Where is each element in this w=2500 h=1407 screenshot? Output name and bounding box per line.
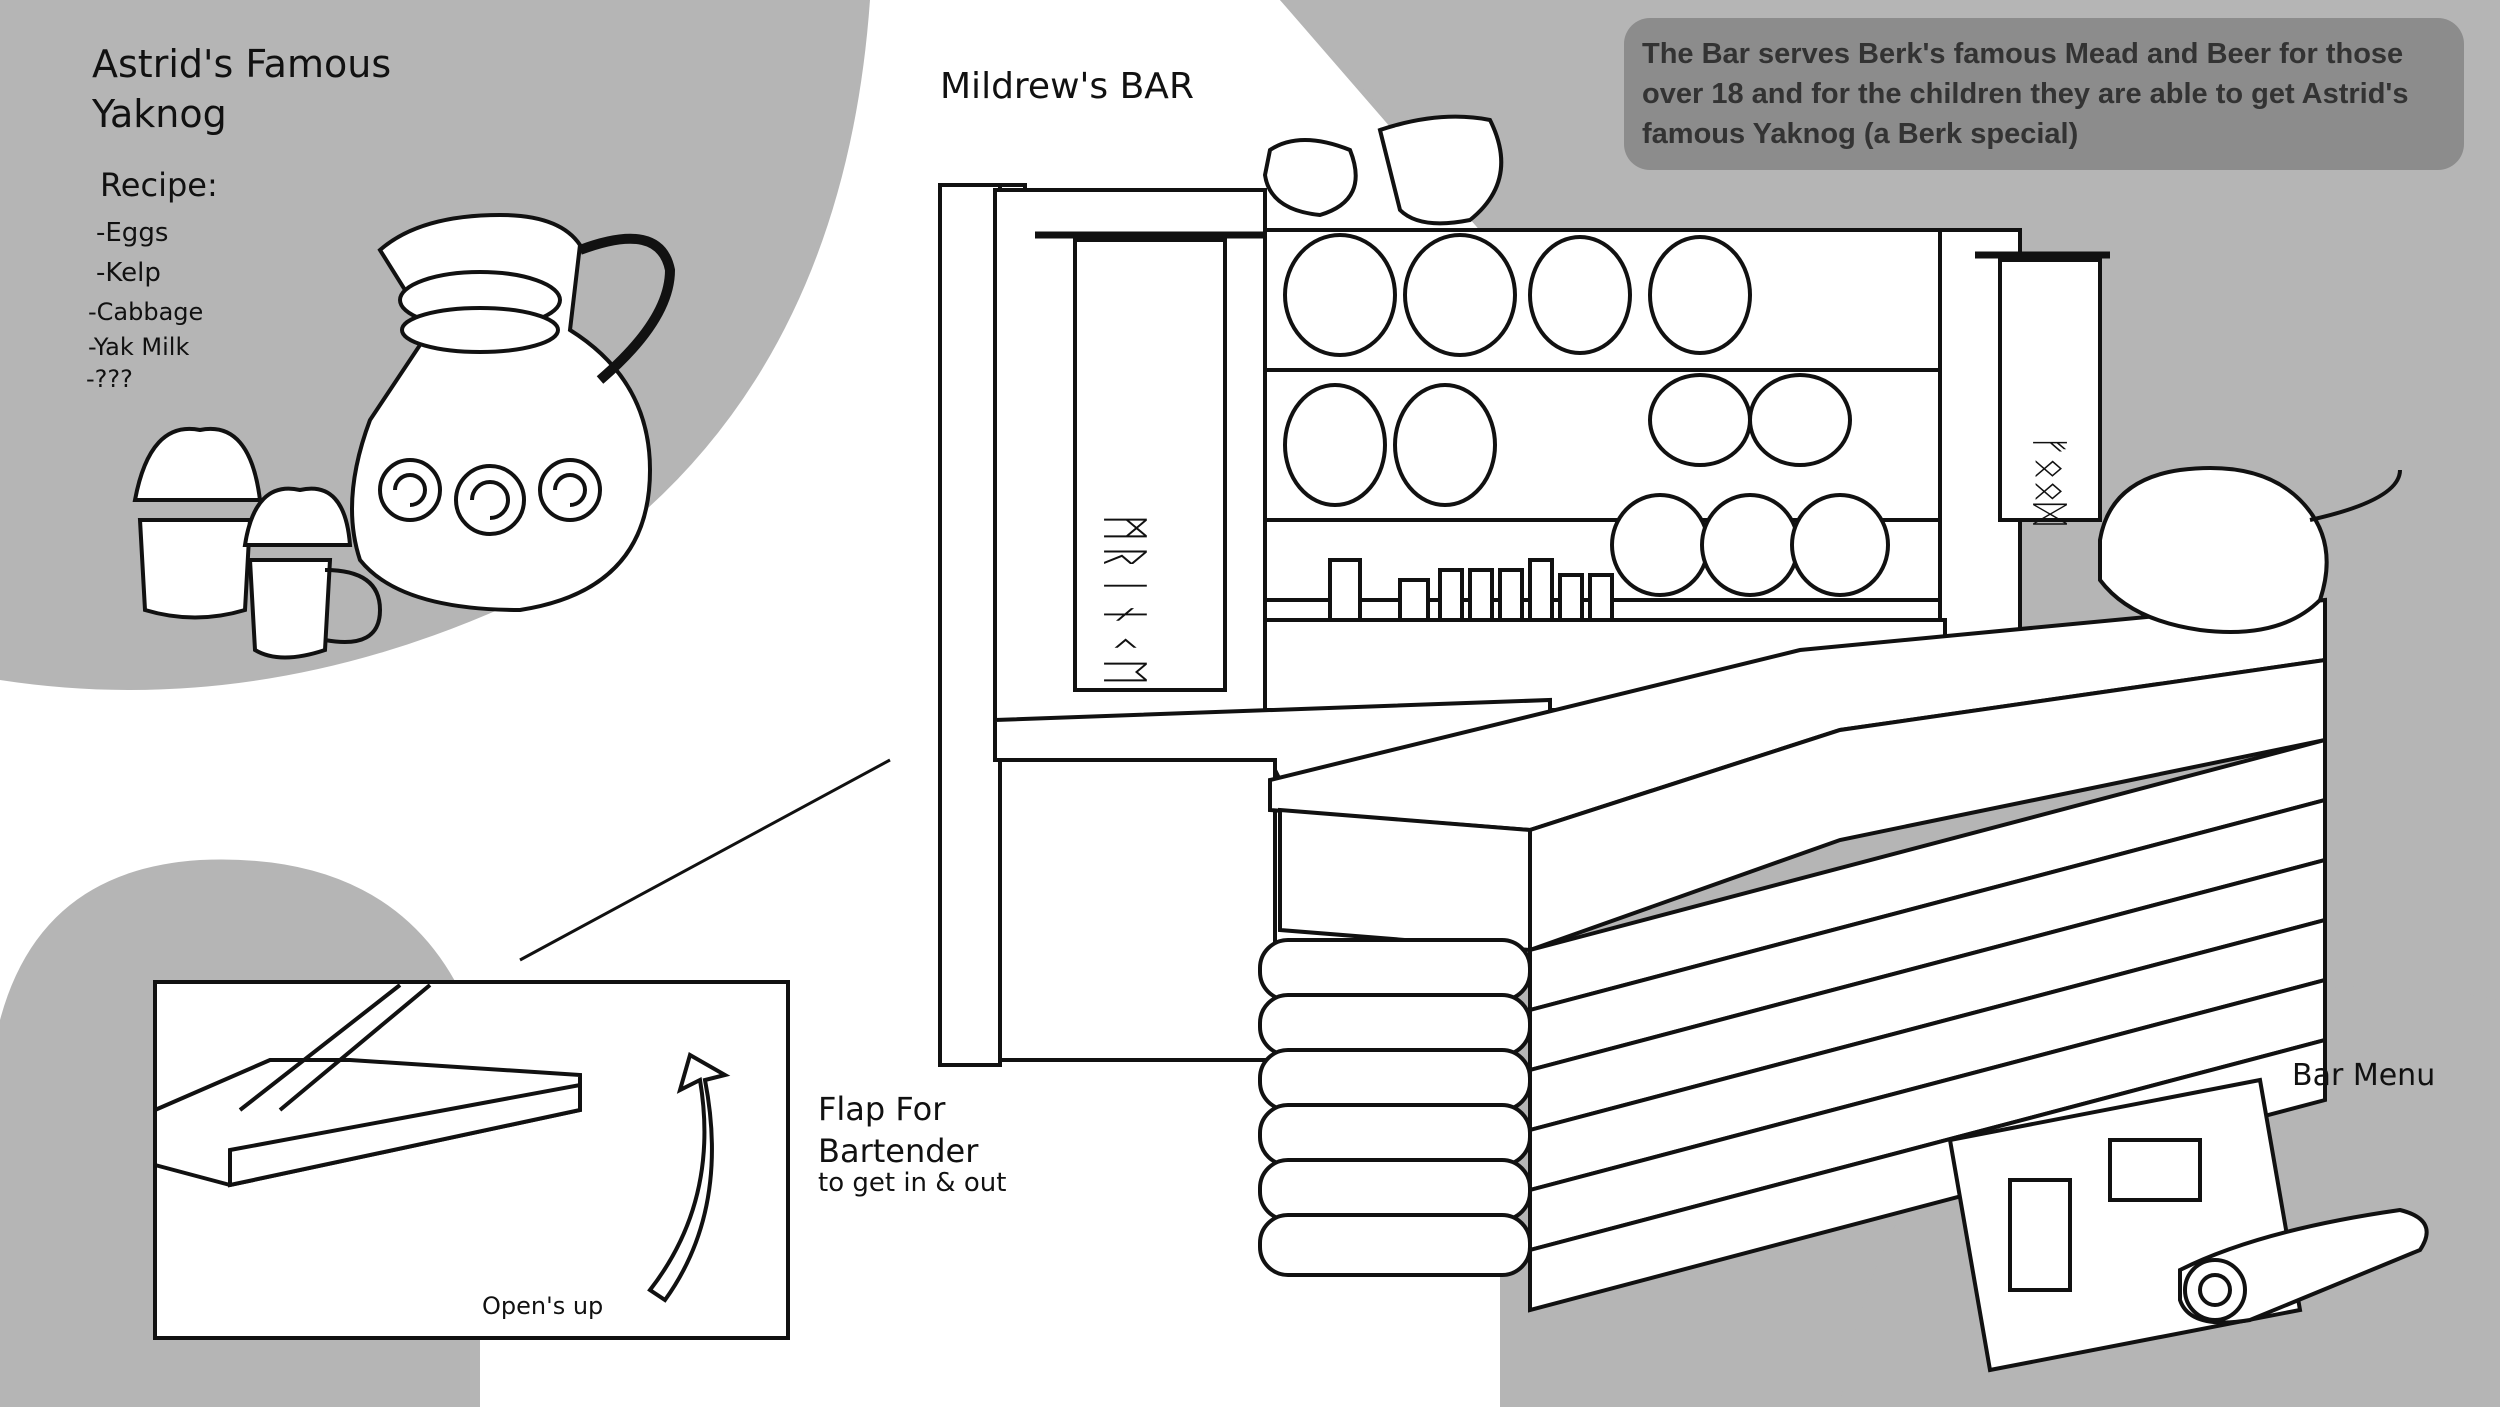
yaknog-jug: [350, 212, 676, 613]
banner-runes-right: ᚠᛟᛟᛞ: [2028, 434, 2072, 525]
yaknog-title-line2: Yaknog: [92, 92, 227, 136]
bar-title: Mildrew's BAR: [940, 66, 1194, 107]
description-box: The Bar serves Berk's famous Mead and Be…: [1624, 18, 2464, 170]
bar-menu-illustration: [1947, 1077, 2429, 1373]
bar-illustration: [938, 114, 2402, 1313]
ingredient-4: -Yak Milk: [88, 333, 190, 361]
yaknog-mugs: [132, 426, 383, 660]
bar-menu-label: Bar Menu: [2292, 1058, 2436, 1093]
detail-connector-line: [519, 758, 891, 962]
yaknog-title-line1: Astrid's Famous: [92, 42, 392, 86]
description-text: The Bar serves Berk's famous Mead and Be…: [1642, 38, 2409, 150]
recipe-label: Recipe:: [100, 166, 218, 204]
flap-detail: [153, 980, 790, 1340]
ingredient-5: -???: [86, 365, 133, 393]
opens-up-label: Open's up: [482, 1292, 604, 1320]
ingredient-1: -Eggs: [96, 218, 169, 248]
flap-label-line1: Flap For: [818, 1090, 946, 1128]
ingredient-3: -Cabbage: [88, 298, 204, 326]
flap-label-line2: Bartender: [818, 1132, 979, 1170]
ingredient-2: -Kelp: [96, 258, 161, 288]
banner-runes-left: ᛗᚱᛁᚾᚲᛖ: [1097, 514, 1153, 687]
flap-label-line3: to get in & out: [818, 1168, 1007, 1198]
